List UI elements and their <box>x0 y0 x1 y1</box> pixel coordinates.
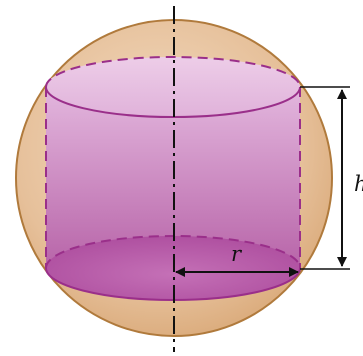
radius-label: r <box>231 242 243 266</box>
cylinder-top-back-edge <box>45 56 301 88</box>
cylinder-top-face <box>46 57 300 117</box>
height-label: h <box>354 172 363 196</box>
